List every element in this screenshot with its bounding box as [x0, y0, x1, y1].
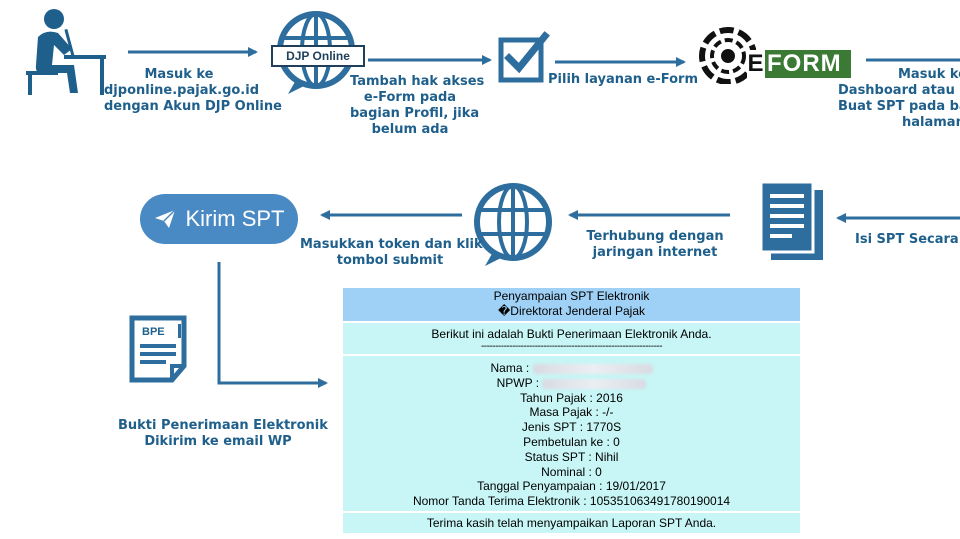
receipt-tahun: Tahun Pajak : 2016 [520, 390, 623, 405]
step2-label: Tambah hak akses e-Form pada bagian Prof… [350, 74, 485, 137]
receipt-header: Penyampaian SPT Elektronik �Direktorat J… [343, 288, 800, 323]
internet-globe-icon [474, 183, 552, 266]
receipt-intro: Berikut ini adalah Bukti Penerimaan Elek… [343, 323, 800, 356]
kirim-spt-label: Kirim SPT [185, 206, 285, 231]
bpe-document-icon [129, 315, 187, 383]
step1-label: Masuk ke djponline.pajak.go.id dengan Ak… [104, 67, 282, 114]
bpe-doc-label: BPE [142, 326, 165, 338]
receipt-header-subtitle: �Direktorat Jenderal Pajak [497, 304, 646, 318]
receipt-panel: Penyampaian SPT Elektronik �Direktorat J… [343, 288, 800, 533]
receipt-jenis: Jenis SPT : 1770S [521, 420, 622, 435]
person-computer-icon [26, 9, 106, 95]
receipt-nama: Nama : [343, 361, 800, 376]
arrow-kirim-receipt [217, 262, 328, 388]
step7-label: Terhubung dengan jaringan internet [586, 229, 724, 260]
checkbox-icon [498, 31, 550, 83]
receipt-status: Status SPT : Nihil [524, 449, 619, 464]
kirim-spt-button[interactable]: Kirim SPT [140, 194, 298, 244]
receipt-pembetulan: Pembetulan ke : 0 [523, 434, 620, 449]
receipt-masa: Masa Pajak : -/- [529, 405, 614, 420]
step3-label: Pilih layanan e-Form [548, 72, 699, 87]
receipt-footer: Terima kasih telah menyampaikan Laporan … [426, 515, 717, 530]
redacted-npwp [542, 378, 647, 389]
receipt-tanggal: Tanggal Penyampaian : 19/01/2017 [477, 479, 666, 494]
step6-label: Isi SPT Secara O [855, 232, 960, 247]
send-icon [154, 209, 176, 228]
step5-label: Masuk ke Dashboard atau k Buat SPT pada … [838, 67, 960, 130]
redacted-name [532, 363, 653, 374]
eform-logo-box: E FORM [747, 50, 851, 78]
receipt-header-title: Penyampaian SPT Elektronik [493, 289, 650, 303]
receipt-npwp: NPWP : [343, 376, 800, 391]
document-icon [759, 180, 823, 260]
receipt-intro-text: Berikut ini adalah Bukti Penerimaan Elek… [431, 327, 712, 341]
receipt-nomor: Nomor Tanda Terima Elektronik : 10535106… [412, 494, 731, 509]
eform-logo-letter: E [747, 50, 765, 78]
receipt-nominal: Nominal : 0 [541, 464, 602, 479]
djp-online-badge: DJP Online [271, 45, 365, 67]
step8-label: Masukkan token dan klik tombol submit [300, 237, 483, 268]
bpe-label: Bukti Penerimaan Elektronik Dikirim ke e… [118, 418, 328, 449]
receipt-divider: ----------------------------------------… [480, 341, 663, 352]
receipt-body: Nama : NPWP : Tahun Pajak : 2016 Masa Pa… [343, 356, 800, 513]
eform-logo-text: FORM [767, 50, 842, 77]
